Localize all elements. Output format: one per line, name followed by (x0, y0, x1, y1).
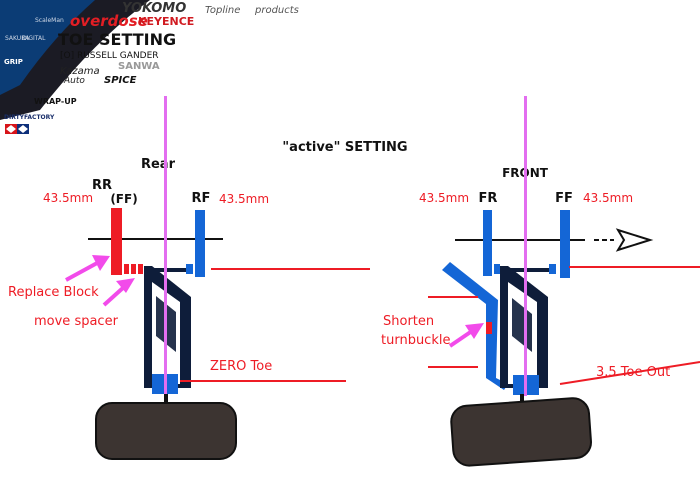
rr-label: RR (92, 178, 112, 193)
rf-shaft (195, 210, 205, 277)
rr-shaft (111, 208, 122, 275)
ff-label: FF (555, 191, 573, 206)
logo-backdrop-accent (0, 0, 95, 95)
spacer-block-3 (138, 264, 143, 274)
header-credit: [O] RUSSELL GANDER (60, 51, 159, 61)
fr-measure: 43.5mm (419, 191, 469, 205)
sponsor-scaleman: ScaleMan (35, 17, 64, 24)
front-center-line (524, 96, 527, 396)
turnbuckle-marker (486, 322, 492, 334)
front-reference-line-toe (559, 361, 700, 385)
front-arm-frame (500, 266, 548, 386)
header-title: TOE SETTING (58, 30, 176, 49)
rear-arm-frame (144, 266, 191, 386)
front-arm-web (512, 298, 532, 352)
ff-measure: 43.5mm (583, 191, 633, 205)
steering-knuckle (442, 262, 508, 390)
sponsor-spice: SPICE (104, 75, 137, 86)
front-axle (520, 394, 524, 404)
sponsor-yokomo: YOKOMO (122, 1, 186, 16)
ff-shaft (560, 210, 570, 278)
front-tire (450, 397, 592, 467)
ff-mount-block (549, 264, 556, 274)
turnbuckle-label: turnbuckle (381, 333, 450, 348)
direction-arrow-icon (594, 228, 654, 252)
spacer-block-1 (124, 264, 129, 274)
tamiya-logo-icon (5, 124, 29, 134)
sponsor-sanwa: SANWA (118, 61, 160, 72)
rf-label: RF (192, 191, 211, 206)
sponsor-kazama: Kazama (60, 66, 100, 77)
rf-measure: 43.5mm (219, 192, 269, 206)
rear-assembly: Rear RR (FF) RF 43.5mm 43.5mm (8, 96, 370, 460)
sponsor-digital: DIGITAL (22, 35, 46, 42)
fr-mount-block (494, 264, 500, 274)
front-tire-group (450, 397, 592, 467)
toe-out-label: 3.5 Toe Out (596, 365, 670, 380)
sponsor-sakura: SAKURA (5, 35, 30, 42)
shorten-label: Shorten (383, 314, 434, 329)
sponsor-grip: GRIP (4, 58, 23, 66)
replace-block-label: Replace Block (8, 285, 99, 300)
sponsor-auto: Auto (63, 76, 85, 86)
fr-label: FR (479, 191, 498, 206)
rear-ff-label: (FF) (110, 192, 137, 206)
rear-tire (95, 402, 237, 460)
spacer-block-2 (131, 264, 136, 274)
arrow-icon-spacer (102, 278, 135, 307)
sponsor-keyence: KEYENCE (138, 15, 194, 28)
rr-measure: 43.5mm (43, 191, 93, 205)
arrow-icon-shorten (448, 323, 484, 348)
rear-center-line (164, 96, 167, 396)
center-title: "active" SETTING (282, 140, 407, 155)
sponsor-topline: Topline (205, 5, 240, 16)
sponsor-dirtyfactory: DIRTYFACTORY (4, 114, 55, 121)
arrow-icon-replace (65, 255, 110, 282)
rear-label: Rear (141, 157, 176, 172)
front-assembly: FRONT FR FF 43.5mm 43.5mm (381, 96, 700, 467)
rf-mount-block (186, 264, 193, 274)
sponsor-wrapup: WRAP-UP (34, 97, 77, 106)
header-logos: overdose KEYENCE YOKOMO Topline products… (0, 0, 299, 134)
fr-shaft (483, 210, 492, 276)
sponsor-products: products (254, 5, 299, 16)
zero-toe-label: ZERO Toe (210, 359, 272, 374)
sponsor-overdose: overdose (70, 12, 148, 30)
move-spacer-label: move spacer (34, 314, 119, 329)
rear-axle (164, 394, 168, 406)
